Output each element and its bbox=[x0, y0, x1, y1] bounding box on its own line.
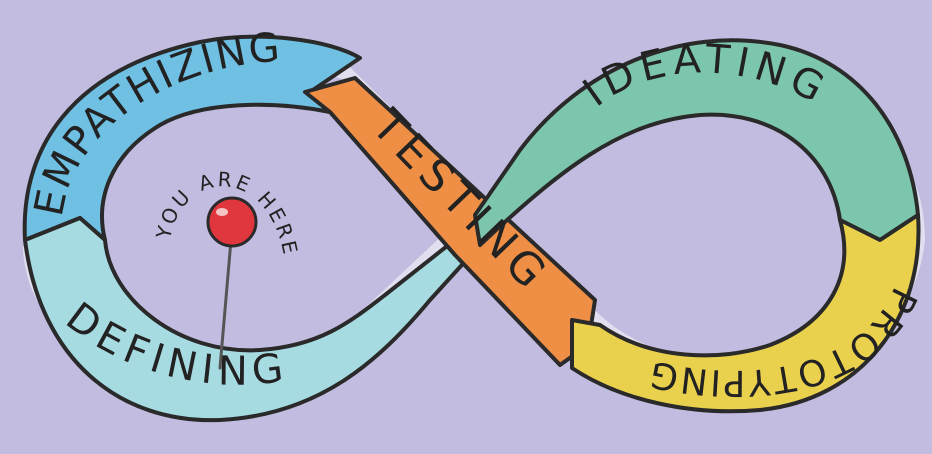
pin-highlight bbox=[216, 208, 228, 216]
pin-needle bbox=[218, 238, 233, 370]
defining-band bbox=[23, 216, 482, 423]
empathizing-band bbox=[22, 34, 362, 242]
prototyping-band bbox=[570, 213, 921, 414]
pin-icon bbox=[206, 196, 258, 248]
